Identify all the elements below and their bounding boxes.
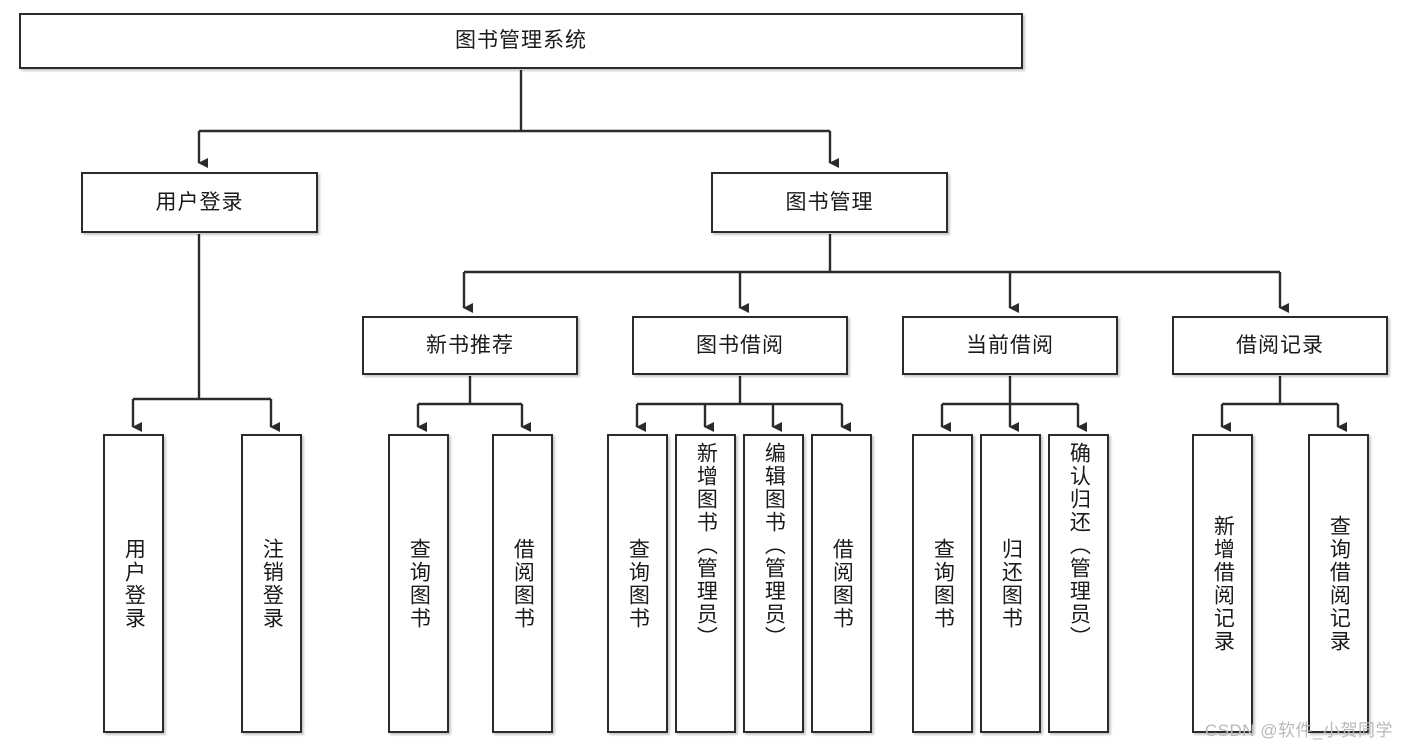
leaf-label: 确认归还（管理员） <box>1067 442 1091 649</box>
leaf-borrow-book-borrow[interactable]: 借阅图书 <box>811 434 872 733</box>
leaf-return-book[interactable]: 归还图书 <box>980 434 1041 733</box>
node-label: 当前借阅 <box>966 333 1054 357</box>
node-label: 用户登录 <box>155 190 244 214</box>
leaf-label: 用户登录 <box>122 537 146 630</box>
node-label: 新书推荐 <box>426 333 514 357</box>
leaf-user-login[interactable]: 用户登录 <box>103 434 164 733</box>
leaf-add-book-admin[interactable]: 新增图书（管理员） <box>675 434 736 733</box>
leaf-borrow-book-new-rec[interactable]: 借阅图书 <box>492 434 553 733</box>
leaf-edit-book-admin[interactable]: 编辑图书（管理员） <box>743 434 804 733</box>
leaf-label: 新增图书（管理员） <box>694 442 718 649</box>
leaf-add-borrow-record[interactable]: 新增借阅记录 <box>1192 434 1253 733</box>
leaf-confirm-return-admin[interactable]: 确认归还（管理员） <box>1048 434 1109 733</box>
leaf-label: 归还图书 <box>999 537 1023 630</box>
leaf-label: 查询图书 <box>931 537 955 630</box>
leaf-query-book-new-rec[interactable]: 查询图书 <box>388 434 449 733</box>
node-book-borrowing[interactable]: 图书借阅 <box>632 316 848 375</box>
leaf-logout[interactable]: 注销登录 <box>241 434 302 733</box>
leaf-label: 借阅图书 <box>830 537 854 630</box>
node-label: 借阅记录 <box>1236 333 1324 357</box>
node-label: 图书借阅 <box>696 333 784 357</box>
leaf-label: 新增借阅记录 <box>1211 514 1235 653</box>
leaf-label: 借阅图书 <box>511 537 535 630</box>
node-user-login[interactable]: 用户登录 <box>81 172 318 233</box>
leaf-query-borrow-record[interactable]: 查询借阅记录 <box>1308 434 1369 733</box>
leaf-label: 查询图书 <box>407 537 431 630</box>
leaf-label: 查询图书 <box>626 537 650 630</box>
node-borrowing-records[interactable]: 借阅记录 <box>1172 316 1388 375</box>
node-current-borrowing[interactable]: 当前借阅 <box>902 316 1118 375</box>
node-label: 图书管理系统 <box>455 29 587 53</box>
leaf-query-book-current[interactable]: 查询图书 <box>912 434 973 733</box>
node-root-book-management-system[interactable]: 图书管理系统 <box>19 13 1023 69</box>
node-book-management[interactable]: 图书管理 <box>711 172 948 233</box>
leaf-label: 编辑图书（管理员） <box>762 442 786 649</box>
leaf-label: 注销登录 <box>260 537 284 630</box>
node-new-book-recommendation[interactable]: 新书推荐 <box>362 316 578 375</box>
leaf-label: 查询借阅记录 <box>1327 514 1351 653</box>
leaf-query-book-borrow[interactable]: 查询图书 <box>607 434 668 733</box>
watermark: CSDN @软件_小贺同学 <box>1204 721 1393 740</box>
node-label: 图书管理 <box>785 190 874 214</box>
